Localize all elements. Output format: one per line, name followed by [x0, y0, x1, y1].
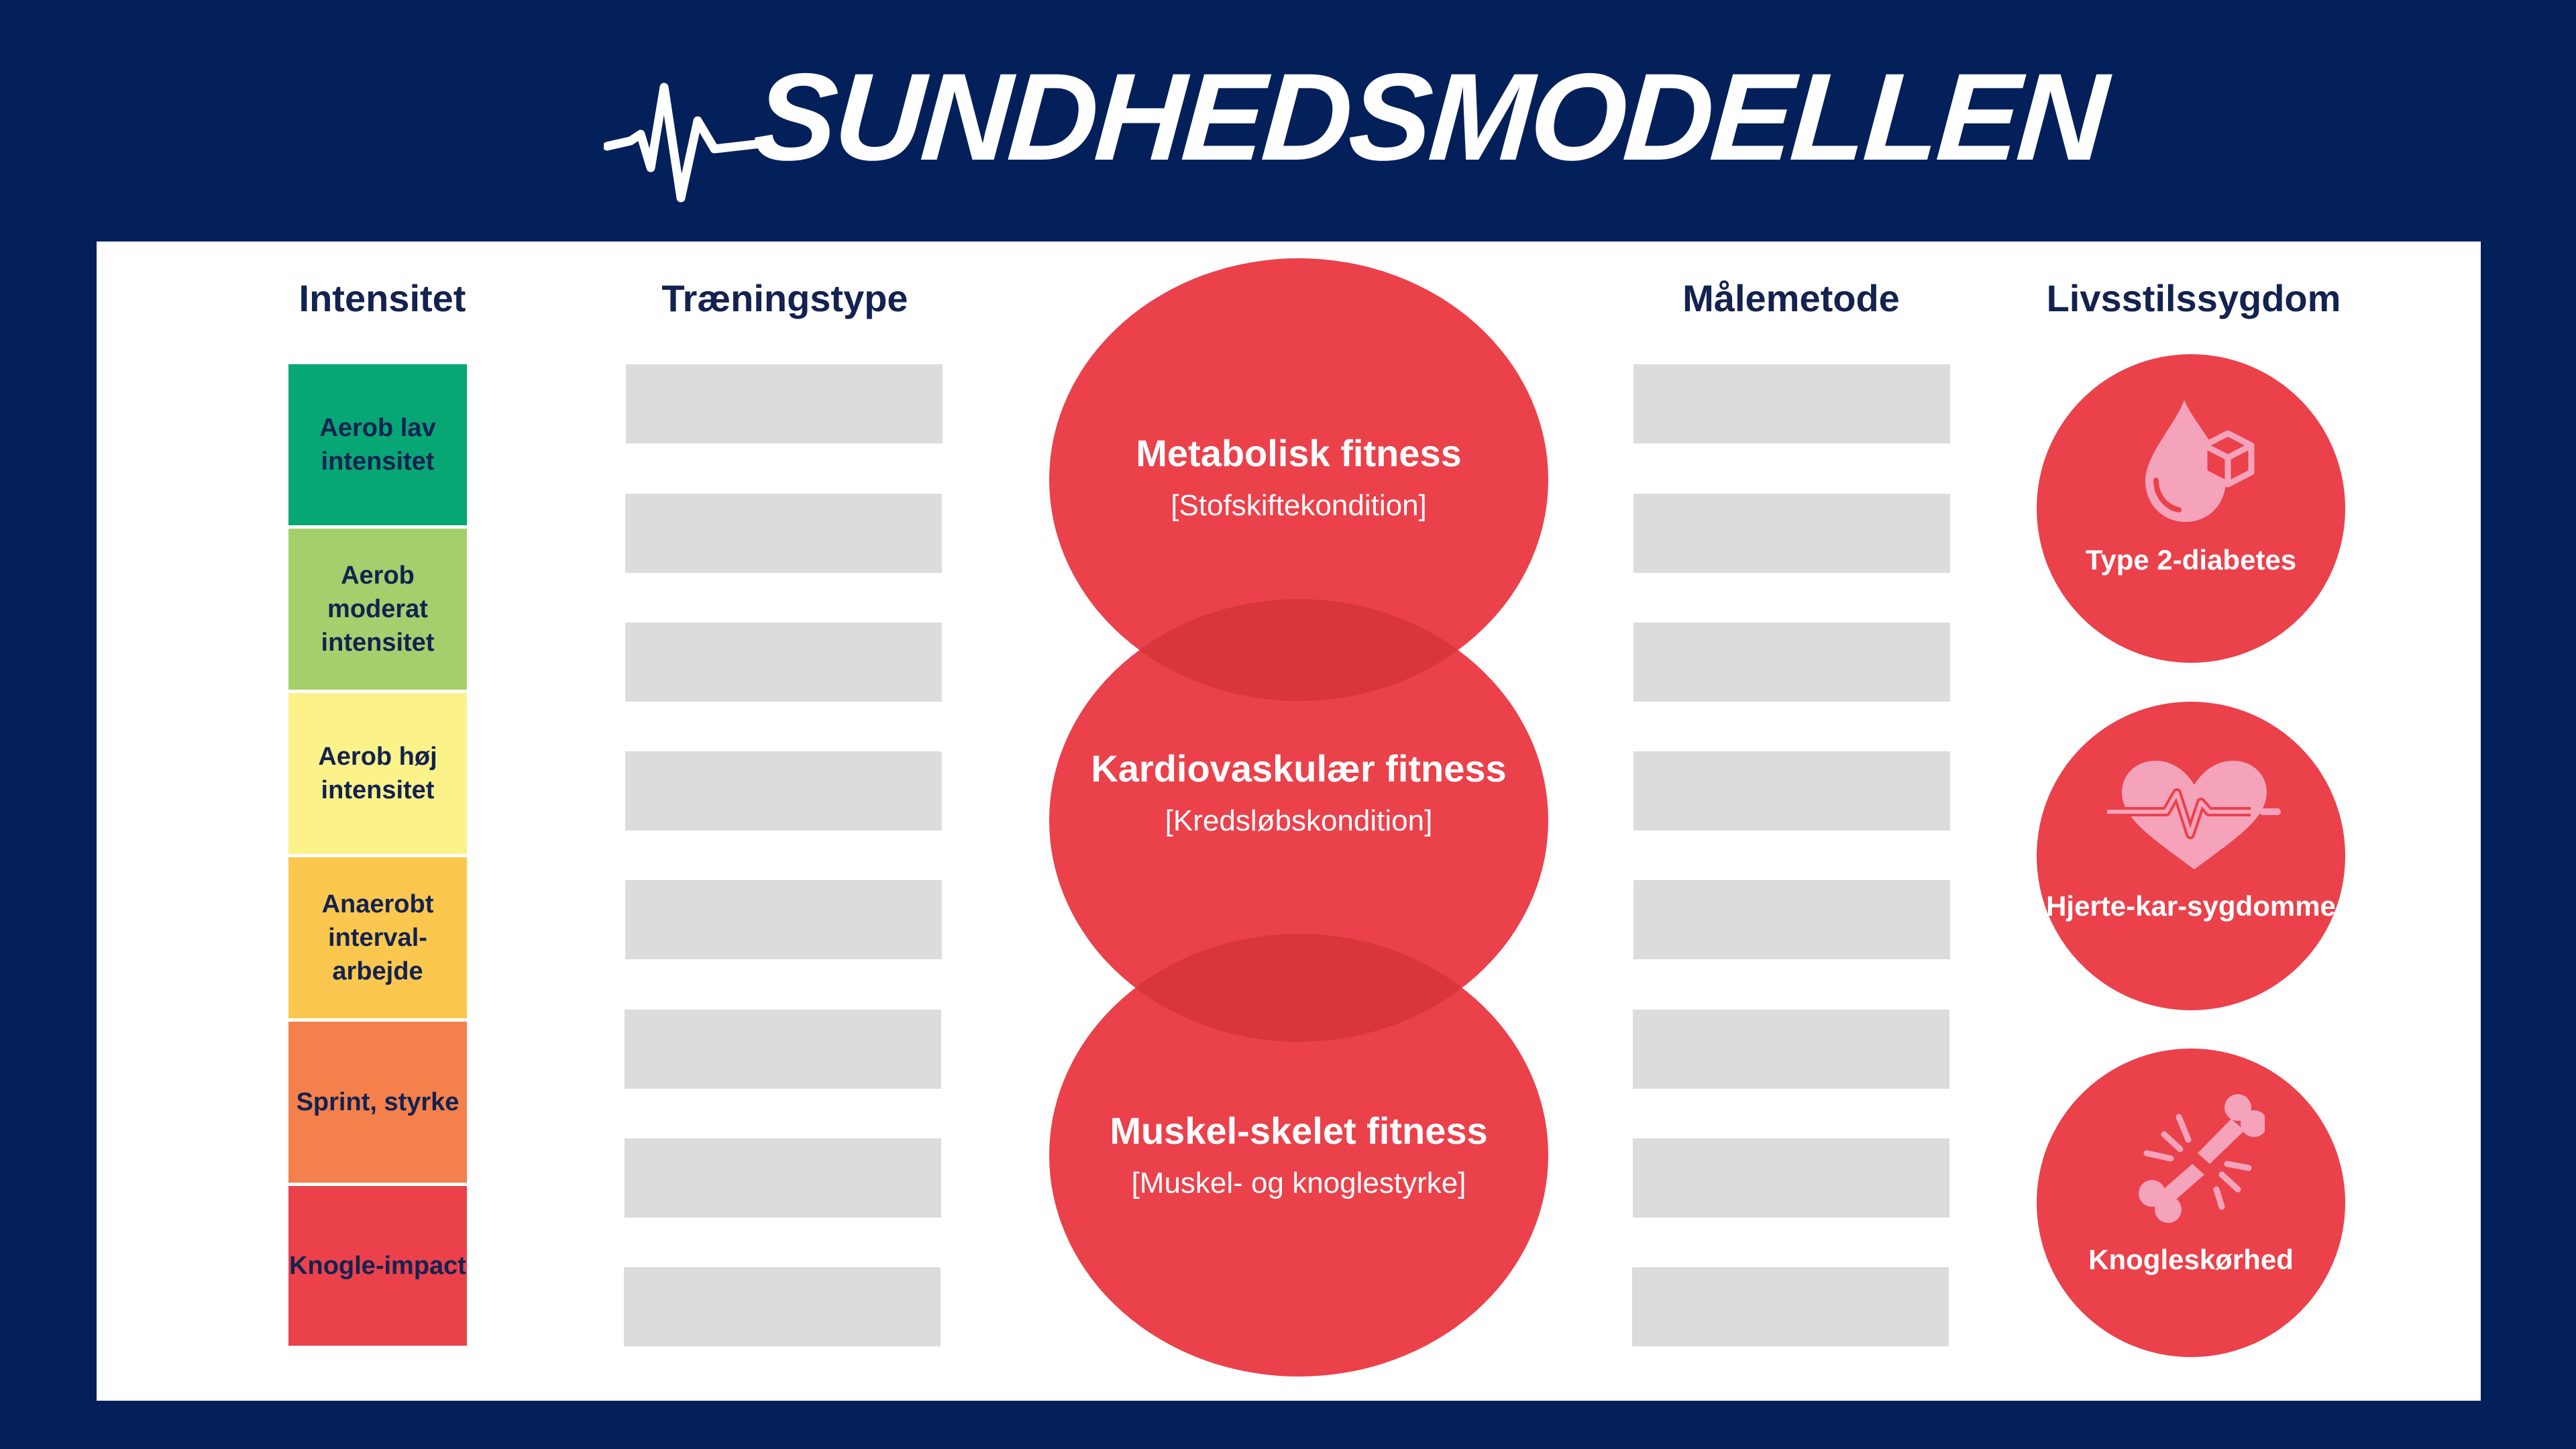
- training-type-placeholder: [625, 1138, 941, 1218]
- intensity-label: Aerob høj intensitet: [318, 743, 437, 804]
- heartbeat-pulse-icon: [604, 83, 765, 203]
- training-type-placeholder: [625, 880, 942, 959]
- disease-label: Knogleskørhed: [2088, 1244, 2294, 1275]
- intensity-level-aerob-moderate: Aerob moderat intensitet: [288, 529, 467, 690]
- fitness-label-cardiovascular: Kardiovaskulær fitness [Kredsløbskonditi…: [1077, 743, 1520, 841]
- disease-label: Hjerte-kar-sygdomme: [2046, 890, 2336, 922]
- disease-type2-diabetes: Type 2-diabetes: [2037, 354, 2345, 663]
- measurement-placeholder: [1633, 364, 1950, 443]
- training-type-placeholder: [625, 1010, 941, 1089]
- fitness-label-metabolic: Metabolisk fitness [Stofskiftekondition]: [1051, 428, 1547, 526]
- column-header-intensity: Intensitet: [299, 277, 466, 319]
- column-header-lifestyle-disease: Livsstilssygdom: [2046, 277, 2341, 319]
- fitness-subtitle: [Muskel- og knoglestyrke]: [1131, 1167, 1466, 1199]
- training-type-placeholder: [625, 751, 942, 830]
- intensity-label: Aerob lav intensitet: [319, 414, 436, 476]
- column-header-training-type: Træningstype: [661, 277, 908, 319]
- measurement-placeholder: [1633, 1010, 1949, 1089]
- intensity-level-sprint-strength: Sprint, styrke: [288, 1022, 467, 1183]
- training-type-placeholder: [624, 1267, 941, 1346]
- circle-cardiovascular-fitness: [1049, 599, 1548, 1042]
- measurement-placeholder: [1633, 1138, 1949, 1218]
- measurement-placeholder: [1633, 623, 1950, 702]
- intensity-level-aerob-low: Aerob lav intensitet: [288, 364, 467, 525]
- intensity-label: Aerob moderat intensitet: [321, 561, 435, 657]
- circle-musculoskeletal-fitness: [1049, 934, 1548, 1377]
- heart-pulse-icon: [2107, 761, 2281, 869]
- intensity-level-aerob-high: Aerob høj intensitet: [288, 693, 467, 854]
- measurement-placeholder: [1633, 880, 1950, 959]
- measurement-placeholder: [1633, 751, 1950, 830]
- header: SUNDHEDSMODELLEN: [0, 0, 2576, 241]
- measurement-placeholder: [1633, 494, 1950, 573]
- fitness-title: Metabolisk fitness: [1136, 432, 1462, 474]
- intensity-label: Knogle-impact: [289, 1252, 466, 1280]
- fitness-label-musculoskeletal: Muskel-skelet fitness [Muskel- og knogle…: [1051, 1106, 1547, 1203]
- measurement-placeholder: [1632, 1267, 1949, 1346]
- fitness-title: Kardiovaskulær fitness: [1091, 747, 1507, 790]
- column-header-measurement: Målemetode: [1682, 277, 1900, 319]
- broken-bone-icon: [2139, 1094, 2265, 1223]
- intensity-label: Anaerobt interval-arbejde: [321, 890, 434, 985]
- disease-osteoporosis: Knogleskørhed: [2037, 1049, 2345, 1357]
- disease-cardiovascular: Hjerte-kar-sygdomme: [2037, 702, 2345, 1010]
- circle-metabolic-fitness: [1049, 258, 1548, 701]
- disease-label: Type 2-diabetes: [2085, 544, 2297, 576]
- training-type-placeholder: [625, 623, 942, 702]
- fitness-title: Muskel-skelet fitness: [1110, 1110, 1488, 1152]
- intensity-label: Sprint, styrke: [296, 1088, 460, 1116]
- fitness-subtitle: [Stofskiftekondition]: [1171, 489, 1427, 522]
- intensity-level-anaerobic-interval: Anaerobt interval-arbejde: [288, 857, 467, 1018]
- fitness-subtitle: [Kredsløbskondition]: [1165, 804, 1433, 837]
- intensity-level-bone-impact: Knogle-impact: [288, 1186, 467, 1346]
- training-type-placeholder: [625, 494, 942, 573]
- blood-drop-sugar-cube-icon: [2145, 400, 2255, 522]
- training-type-placeholder: [626, 364, 943, 443]
